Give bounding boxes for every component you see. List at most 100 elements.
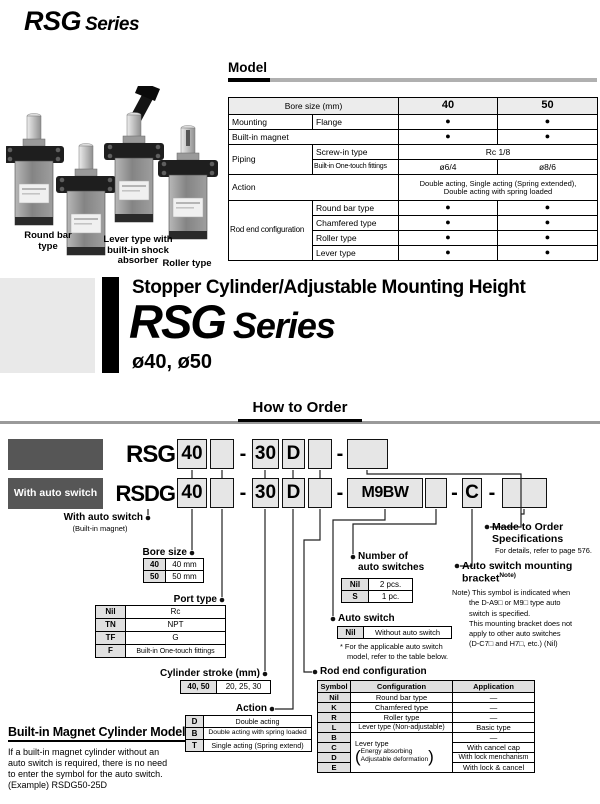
paren-lines: Energy absorbing Adjustable deformation [361,748,428,764]
table-row: Chamfered type ● ● [229,215,598,231]
model-action-label: Action [228,174,399,201]
order-row1-stroke-box: 30 [252,439,279,469]
photo-label-line: type [38,240,58,252]
rodend-symbol: B [317,732,351,743]
action-value: Double acting [203,715,312,728]
model-dot: ● [398,245,498,261]
table-row: R Roller type — [317,712,535,723]
paren-line: Energy absorbing [360,748,413,756]
order-row2-bore-box: 40 [177,478,207,508]
order-row2-qty-box [425,478,447,508]
model-section-heading: Model [228,60,267,75]
model-screwin-label: Screw-in type [312,144,399,160]
order-row2-autoswitch-box: M9BW [347,478,423,508]
rod-end-table: Symbol Configuration Application Nil Rou… [317,680,535,773]
port-value: Rc [125,605,226,619]
rodend-app: — [452,712,535,723]
model-rodend-type: Chamfered type [312,215,399,231]
action-symbol: D [185,715,204,728]
model-onetouch-50: ø8/6 [497,159,598,175]
note-line: (D-C7□ and H7□, etc.) (Nil) [469,639,558,649]
action-symbol: T [185,739,204,752]
model-piping-label: Piping [228,144,313,175]
callout-rod-end-heading: Rod end configuration [320,666,427,677]
port-value: NPT [125,618,226,632]
paren-close: ) [428,746,434,766]
model-heading-rule-gray [270,78,597,82]
body-line: auto switch is required, there is no nee… [8,758,168,768]
heading-line: auto switches [358,562,425,573]
photo-label-lever: Lever type with built-in shock absorber [94,234,182,267]
rodend-app: With cancel cap [452,742,535,753]
table-row: Nil Round bar type — [317,692,535,703]
rodend-app: With lock & cancel [452,762,535,773]
rodend-symbol: Nil [317,692,351,703]
model-mounting-label: Mounting [228,114,313,130]
callout-bore-size-heading: Bore size [142,547,187,558]
photo-label-line: absorber [117,255,159,266]
how-to-order-heading-wrap: How to Order [0,399,600,422]
rodend-col-symbol: Symbol [317,680,351,693]
page-title-series: RSG [24,6,82,36]
table-row: Rod end configuration Round bar type ● ● [228,200,598,261]
model-dot: ● [398,230,498,246]
model-bore-header: Bore size (mm) [228,97,399,115]
table-row: E With lock & cancel [317,762,535,773]
action-value: Single acting (Spring extend) [203,739,312,752]
action-value: Double acting with spring loaded [203,727,312,740]
port-value: Built-in One-touch fittings [125,644,226,658]
heading-line: Auto switch mounting [462,560,573,572]
made-to-order-note: For details, refer to page 576. [495,546,592,555]
note-line: * For the applicable auto switch [340,642,443,651]
model-col-40: 40 [398,97,498,115]
photo-label-round-bar: Round bar type [6,230,90,252]
photo-label-line: Round bar [24,230,72,241]
order-dash: - [336,482,344,504]
photo-label-line: built-in shock [107,244,169,256]
rodend-col-config: Configuration [350,680,453,693]
bore-symbol: 40 [143,558,166,571]
how-to-order-heading: How to Order [238,399,362,422]
paren-open: ( [355,746,361,766]
magnet-model-body: If a built-in magnet cylinder without an… [8,747,185,791]
qty-value: 1 pc. [368,590,413,603]
note-line: switch is specified. [469,608,531,618]
order-row2-bar-label: With auto switch [13,487,98,499]
model-dot: ● [398,129,498,145]
order-row2-rodend-box [308,478,332,508]
port-symbol: Nil [95,605,126,619]
auto-switch-note: * For the applicable auto switch model, … [340,642,448,663]
rodend-symbol: D [317,752,351,763]
cylinder-round-bar [6,113,64,226]
table-row: Mounting Flange ● ● [228,114,598,130]
table-row: Built-in magnet ● ● [228,129,598,145]
model-dot: ● [497,215,598,231]
stroke-value: 20, 25, 30 [216,680,271,694]
table-row: Piping Screw-in type Rc 1/8 [228,144,598,175]
lever-group-title: Lever type [355,739,389,749]
rodend-symbol: K [317,702,351,713]
table-row: B Lever type ( Energy absorbing Adjustab… [317,732,535,773]
model-action-line: Double acting with spring loaded [443,186,553,196]
paren-line: Adjustable deformation [360,756,429,764]
cylinder-chamfered [56,143,116,256]
order-dash: - [451,482,458,504]
rodend-symbol: L [317,722,351,733]
table-row: L Lever type (Non-adjustable) Basic type [317,722,535,733]
magnet-model-section: Built-in Magnet Cylinder Model If a buil… [8,723,186,791]
order-row1-port-box [210,439,234,469]
hero-series-name: RSG [129,295,227,348]
model-dot: ● [398,200,498,216]
rodend-app: — [452,702,535,713]
callout-bracket-heading: Auto switch mounting bracketNote) [462,560,572,585]
table-row: K Chamfered type — [317,702,535,713]
